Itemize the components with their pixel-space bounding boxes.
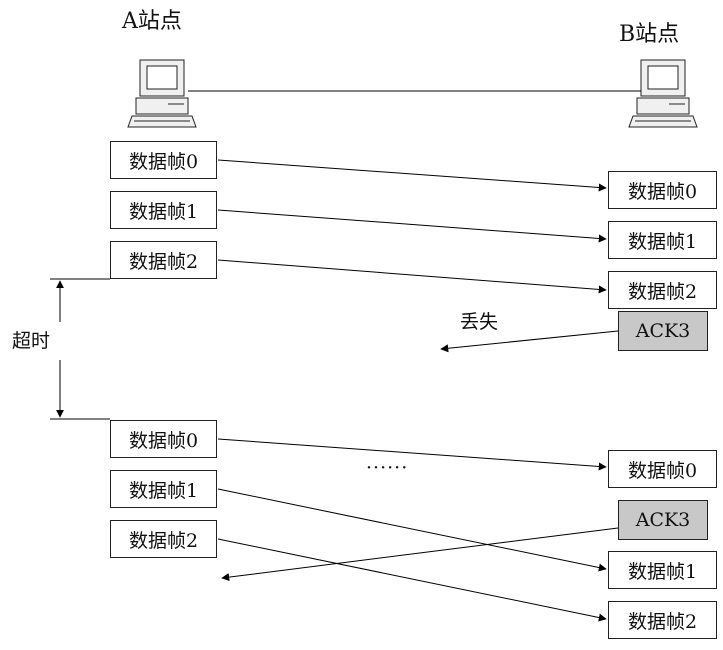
ellipsis-label: ······: [366, 457, 409, 479]
lost-label: 丢失: [460, 311, 499, 333]
receiver-frame-2-retransmit: 数据帧2: [608, 601, 717, 639]
sender-frame-0-retransmit: 数据帧0: [110, 420, 217, 458]
receiver-frame-0-retransmit: 数据帧0: [608, 450, 717, 488]
sender-frame-2: 数据帧2: [110, 241, 217, 279]
sender-frame-0: 数据帧0: [110, 141, 217, 179]
arrow-frame-0-first: [217, 159, 607, 192]
sender-frame-2-retransmit: 数据帧2: [110, 520, 217, 558]
arrow-frame-1-first: [217, 209, 607, 243]
arrow-ack-second: [221, 527, 619, 582]
station-b-label: B站点: [619, 22, 680, 47]
ack-box-second: ACK3: [618, 500, 708, 540]
receiver-frame-1-retransmit: 数据帧1: [608, 551, 717, 589]
receiver-frame-0: 数据帧0: [608, 171, 717, 209]
computer-icon-b: [628, 59, 698, 128]
station-a-label: A站点: [122, 9, 182, 34]
sender-frame-1: 数据帧1: [110, 191, 217, 229]
sender-frame-1-retransmit: 数据帧1: [110, 470, 217, 508]
timeout-label: 超时: [12, 330, 51, 352]
arrow-frame-1-second: [217, 488, 607, 572]
arrow-frame-0-second: [217, 438, 607, 471]
arrow-ack-lost: [440, 330, 619, 353]
ack-box-lost: ACK3: [618, 311, 708, 351]
arrow-frame-2-first: [217, 259, 607, 294]
computer-icon-a: [127, 59, 197, 128]
receiver-frame-2: 数据帧2: [608, 271, 717, 309]
receiver-frame-1: 数据帧1: [608, 221, 717, 259]
arrow-frame-2-second: [217, 538, 607, 622]
